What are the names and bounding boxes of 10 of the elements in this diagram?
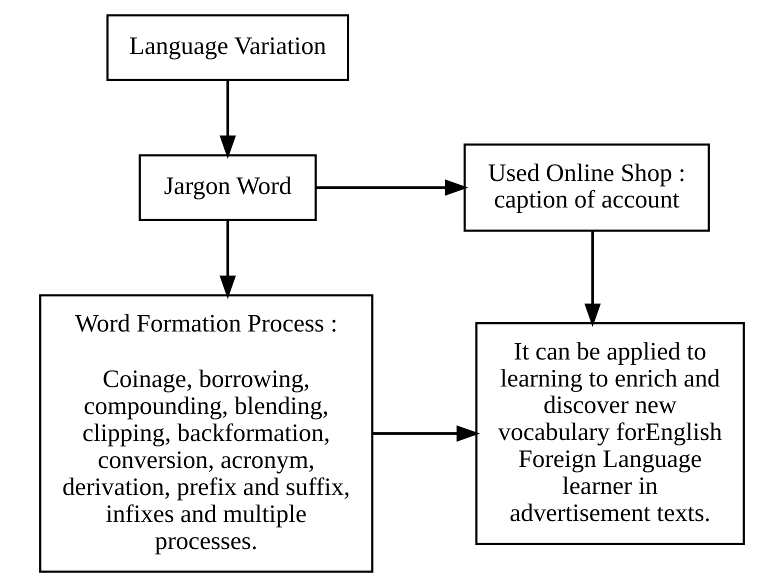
- arrow: [220, 220, 236, 300]
- node-box: Word Formation Process : Coinage, borrowing, compounding, blending, clipping, backformation, conversion, acronym, derivation, prefix and suffix, infixes and multiple processes.: [39, 294, 374, 573]
- arrow: [584, 231, 601, 328]
- node-box: It can be applied to learning to enrich and discover new vocabulary forEnglish Foreign Language learner in advertisement texts.: [475, 322, 745, 545]
- arrow: [372, 425, 480, 442]
- arrow: [220, 80, 236, 159]
- node-box: Jargon Word: [138, 154, 317, 221]
- node-box: Language Variation: [106, 14, 350, 81]
- node-box: Used Online Shop : caption of account: [464, 143, 710, 232]
- arrow: [316, 179, 468, 196]
